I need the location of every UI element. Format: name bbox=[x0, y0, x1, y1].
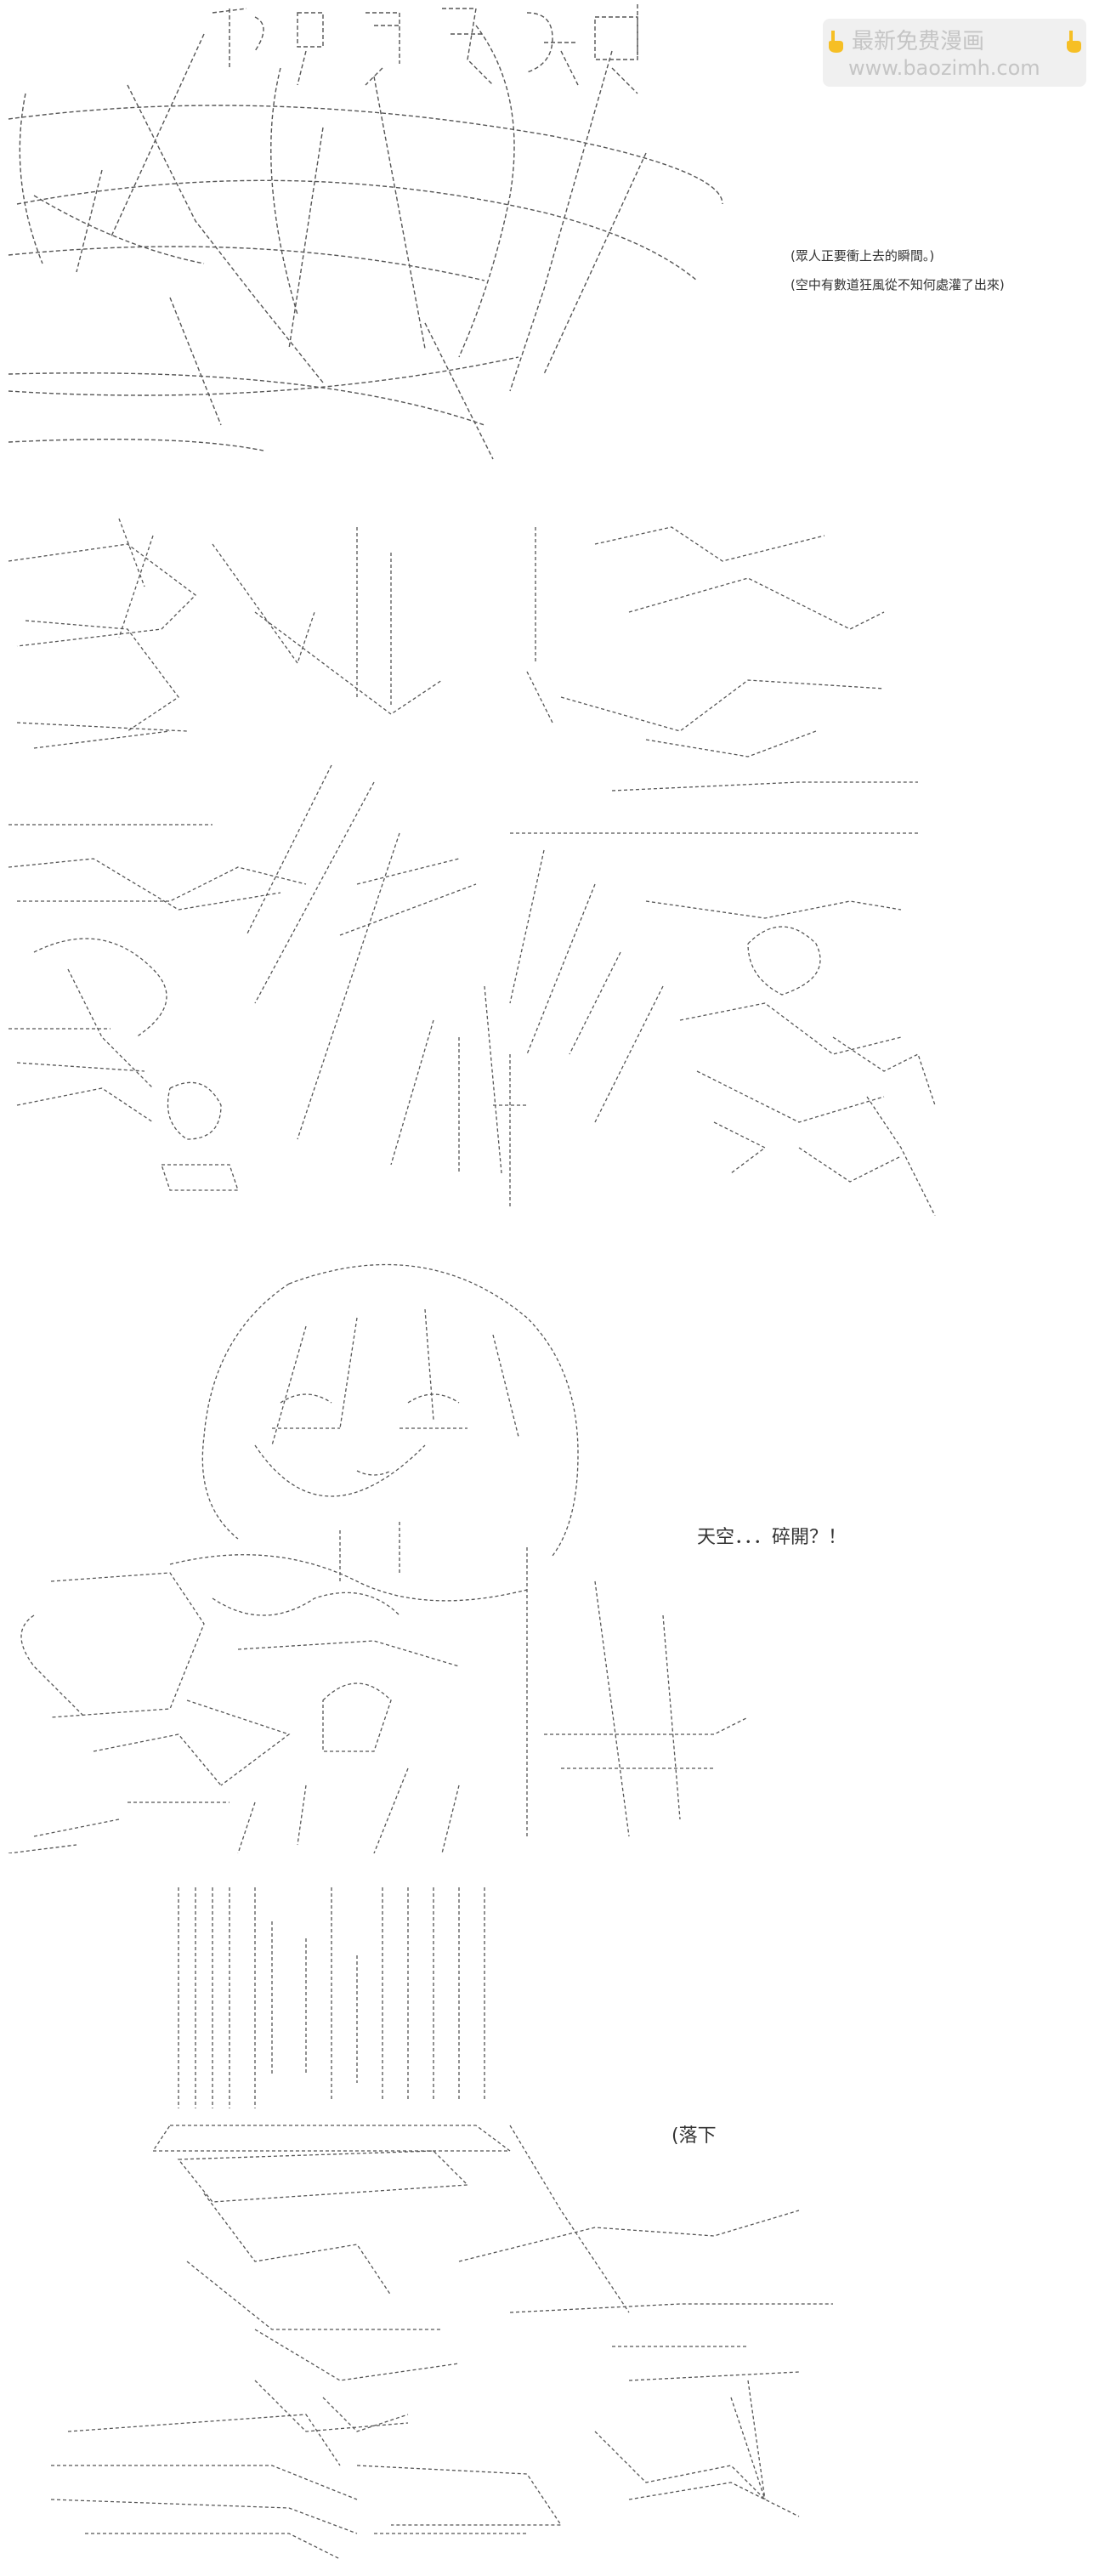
pointing-down-hand-icon bbox=[1067, 31, 1081, 53]
caption-crowd-charge: (眾人正要衝上去的瞬間。) bbox=[790, 248, 935, 264]
watermark-title: 最新免费漫画 bbox=[852, 29, 985, 54]
caption-strong-wind: (空中有數道狂風從不知何處灌了出來) bbox=[790, 277, 1005, 292]
panel-2-battle-art bbox=[0, 510, 1105, 1216]
caption-sky-shatter: 天空．．．碎開？！ bbox=[697, 1527, 847, 1548]
pointing-down-hand-icon bbox=[829, 31, 843, 53]
panel-3-character-art: 天空．．．碎開？！ bbox=[0, 1258, 1105, 1853]
watermark-url: www.baozimh.com bbox=[848, 56, 1040, 80]
watermark-banner: 最新免费漫画 www.baozimh.com bbox=[823, 19, 1086, 87]
panel-4-falling-art: (落下 bbox=[0, 1870, 1105, 2576]
caption-falling: (落下 bbox=[672, 2125, 717, 2147]
panel-1-wind-art: (眾人正要衝上去的瞬間。) (空中有數道狂風從不知何處灌了出來) bbox=[0, 0, 1105, 493]
